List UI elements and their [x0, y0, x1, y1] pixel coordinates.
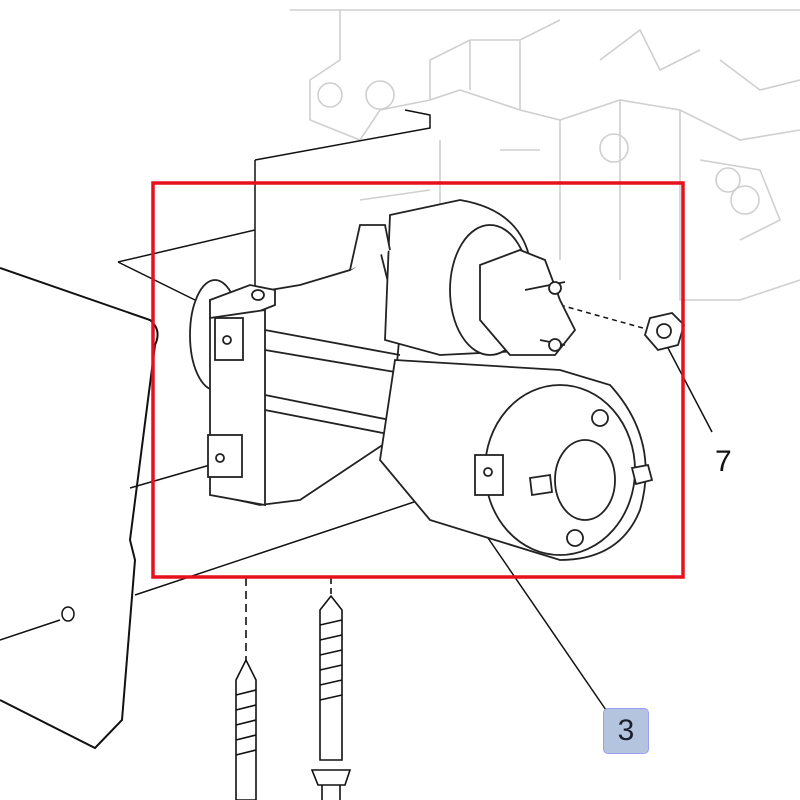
nut-part — [643, 312, 686, 352]
engine-block-outline — [290, 9, 800, 301]
callout-button-starter-motor[interactable]: 3 — [603, 708, 649, 754]
starter-motor-drawing — [189, 199, 654, 561]
bracket-plate — [0, 267, 159, 750]
callout-label-nut: 7 — [715, 445, 732, 478]
bolts — [235, 578, 352, 800]
highlight-frame — [151, 181, 685, 579]
